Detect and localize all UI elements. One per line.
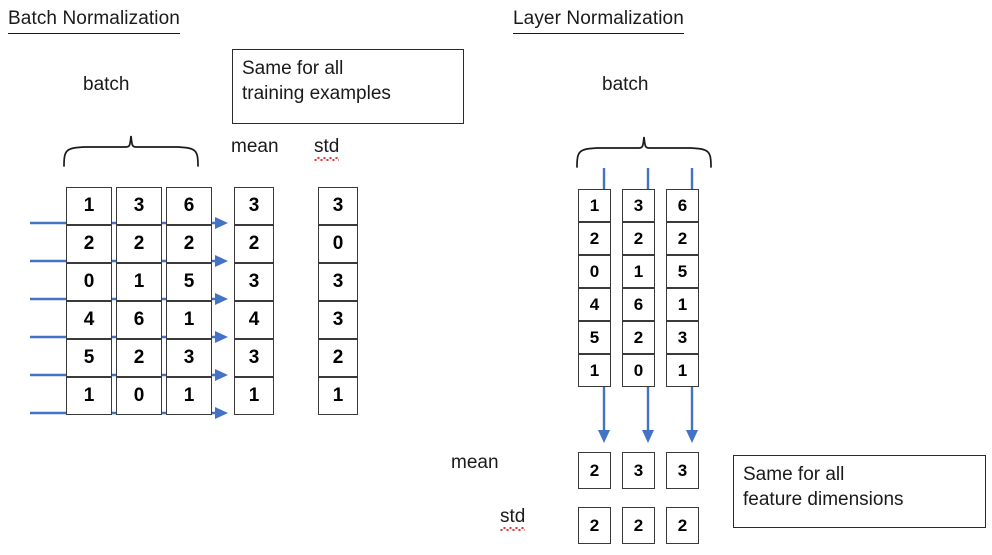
matrix-cell: 0 xyxy=(66,263,112,301)
matrix-cell: 6 xyxy=(116,301,162,339)
matrix-cell: 1 xyxy=(666,354,699,387)
batch-brace-right xyxy=(576,136,712,168)
std-header-left-text: std xyxy=(314,136,340,161)
matrix-cell: 3 xyxy=(166,339,212,377)
mean-cell: 3 xyxy=(622,452,655,489)
mean-cell: 2 xyxy=(578,452,611,489)
matrix-cell: 5 xyxy=(578,321,611,354)
mean-cell: 3 xyxy=(234,263,274,301)
matrix-cell: 4 xyxy=(578,288,611,321)
mean-label-right: mean xyxy=(451,452,499,473)
matrix-cell: 2 xyxy=(66,225,112,263)
std-cell: 3 xyxy=(318,187,358,225)
page-title-batch-normalization: Batch Normalization xyxy=(8,8,180,34)
std-cell: 1 xyxy=(318,377,358,415)
matrix-cell: 3 xyxy=(666,321,699,354)
matrix-cell: 0 xyxy=(622,354,655,387)
callout-same-for-all-feature-dimensions: Same for all feature dimensions xyxy=(733,455,986,528)
mean-cell: 3 xyxy=(234,339,274,377)
matrix-cell: 0 xyxy=(578,255,611,288)
matrix-cell: 2 xyxy=(666,222,699,255)
mean-header-left: mean xyxy=(231,136,279,157)
matrix-cell: 1 xyxy=(66,377,112,415)
mean-cell: 3 xyxy=(666,452,699,489)
batch-brace-left xyxy=(63,135,199,167)
matrix-cell: 3 xyxy=(116,187,162,225)
std-label-right-text: std xyxy=(500,506,526,531)
mean-cell: 4 xyxy=(234,301,274,339)
matrix-cell: 2 xyxy=(166,225,212,263)
std-label-right: std xyxy=(500,506,526,531)
matrix-cell: 1 xyxy=(578,354,611,387)
mean-cell: 2 xyxy=(234,225,274,263)
matrix-cell: 6 xyxy=(166,187,212,225)
matrix-cell: 1 xyxy=(166,301,212,339)
std-cell: 3 xyxy=(318,301,358,339)
std-cell: 0 xyxy=(318,225,358,263)
callout-same-for-all-training-examples: Same for all training examples xyxy=(232,49,464,124)
matrix-cell: 6 xyxy=(622,288,655,321)
matrix-cell: 2 xyxy=(116,339,162,377)
std-cell: 2 xyxy=(318,339,358,377)
page-title-layer-normalization: Layer Normalization xyxy=(513,8,684,34)
matrix-cell: 6 xyxy=(666,189,699,222)
matrix-cell: 1 xyxy=(578,189,611,222)
matrix-cell: 1 xyxy=(666,288,699,321)
std-cell: 3 xyxy=(318,263,358,301)
matrix-cell: 5 xyxy=(166,263,212,301)
matrix-cell: 2 xyxy=(622,222,655,255)
matrix-cell: 3 xyxy=(622,189,655,222)
std-header-left: std xyxy=(314,136,340,161)
mean-cell: 3 xyxy=(234,187,274,225)
std-cell: 2 xyxy=(666,507,699,544)
batch-label-left: batch xyxy=(83,74,130,95)
mean-cell: 1 xyxy=(234,377,274,415)
matrix-cell: 5 xyxy=(66,339,112,377)
matrix-cell: 2 xyxy=(622,321,655,354)
matrix-cell: 0 xyxy=(116,377,162,415)
matrix-cell: 1 xyxy=(166,377,212,415)
matrix-cell: 4 xyxy=(66,301,112,339)
matrix-cell: 1 xyxy=(116,263,162,301)
std-cell: 2 xyxy=(622,507,655,544)
std-cell: 2 xyxy=(578,507,611,544)
matrix-cell: 2 xyxy=(116,225,162,263)
batch-label-right: batch xyxy=(602,74,649,95)
matrix-cell: 2 xyxy=(578,222,611,255)
matrix-cell: 5 xyxy=(666,255,699,288)
matrix-cell: 1 xyxy=(66,187,112,225)
matrix-cell: 1 xyxy=(622,255,655,288)
